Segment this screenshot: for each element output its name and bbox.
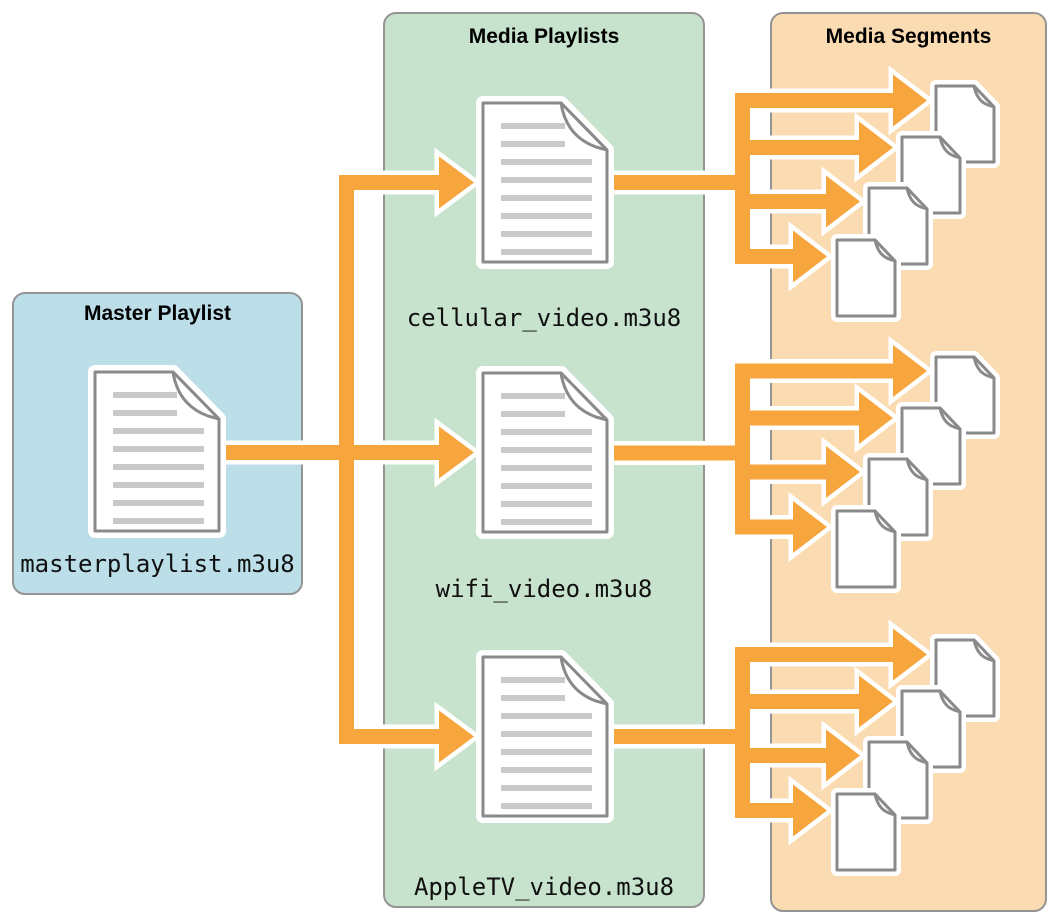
segment-doc-icon xyxy=(837,794,895,870)
segment-doc-icon xyxy=(837,511,895,587)
wifi-filename: wifi_video.m3u8 xyxy=(435,575,653,603)
master-playlist-doc-icon xyxy=(95,372,219,531)
cellular-playlist-doc-icon xyxy=(483,103,607,262)
media-segments-title: Media Segments xyxy=(825,25,992,48)
cellular-filename: cellular_video.m3u8 xyxy=(406,304,682,332)
master-playlist-title: Master Playlist xyxy=(83,302,232,325)
master-to-playlists-arrows xyxy=(215,157,474,763)
media-playlists-title: Media Playlists xyxy=(468,25,620,48)
wifi-playlist-doc-icon xyxy=(483,373,607,532)
masterplaylist-filename: masterplaylist.m3u8 xyxy=(20,550,295,578)
segment-doc-icon xyxy=(837,240,895,316)
appletv-playlist-doc-icon xyxy=(483,657,607,816)
appletv-filename: AppleTV_video.m3u8 xyxy=(413,873,675,901)
